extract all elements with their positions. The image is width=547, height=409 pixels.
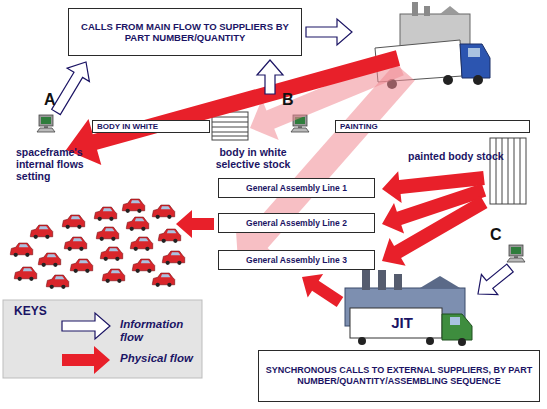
callout-letter: B: [282, 91, 302, 109]
node-text: General Assembly Line 3: [223, 255, 370, 265]
painted-stock: [490, 138, 526, 204]
truck-label: JIT: [372, 314, 432, 331]
area-label: spaceframe's internal flows setting: [16, 146, 98, 182]
node-text: BODY IN WHITE: [97, 122, 205, 132]
finished-cars: [10, 199, 184, 289]
shop-bar: PAINTING: [335, 120, 530, 133]
message-box: CALLS FROM MAIN FLOW TO SUPPLIERS BY PAR…: [68, 8, 302, 56]
legend-heading: KEYS: [14, 305, 74, 319]
node-text: General Assembly Line 1: [223, 183, 370, 193]
shop-bar: BODY IN WHITE: [92, 120, 210, 133]
flow-arrows: [52, 19, 514, 374]
information-flow-arrow: [52, 62, 90, 115]
information-flow-arrow: [257, 60, 283, 94]
callout-letter: A: [44, 91, 64, 109]
node-text: PAINTING: [340, 122, 525, 132]
legend-sample-arrow: [62, 313, 110, 339]
node-text: General Assembly Line 2: [223, 218, 370, 228]
callout-letter: C: [490, 226, 510, 244]
information-flow-arrow: [306, 19, 352, 45]
physical-flow-arrow: [382, 196, 488, 266]
node-text: SYNCHRONOUS CALLS TO EXTERNAL SUPPLIERS,…: [263, 365, 535, 387]
assembly-line-box: General Assembly Line 3: [218, 250, 375, 270]
physical-flow-arrow: [302, 274, 343, 307]
legend-text: Information flow: [120, 318, 202, 344]
assembly-line-box: General Assembly Line 2: [218, 213, 375, 233]
computer-icon: [37, 115, 55, 132]
area-label: body in white selective stock: [208, 146, 298, 170]
jit-supplier: [345, 266, 472, 346]
message-box: SYNCHRONOUS CALLS TO EXTERNAL SUPPLIERS,…: [258, 350, 540, 402]
node-text: CALLS FROM MAIN FLOW TO SUPPLIERS BY PAR…: [73, 21, 297, 44]
area-label: painted body stock: [408, 150, 528, 162]
legend-text: Physical flow: [120, 352, 202, 365]
legend-sample-arrow: [62, 346, 110, 374]
computer-icon: [507, 245, 525, 262]
assembly-line-box: General Assembly Line 1: [218, 178, 375, 198]
information-flow-arrow: [478, 264, 513, 295]
physical-flow-arrow: [176, 210, 214, 238]
legend-panel: [3, 300, 202, 378]
